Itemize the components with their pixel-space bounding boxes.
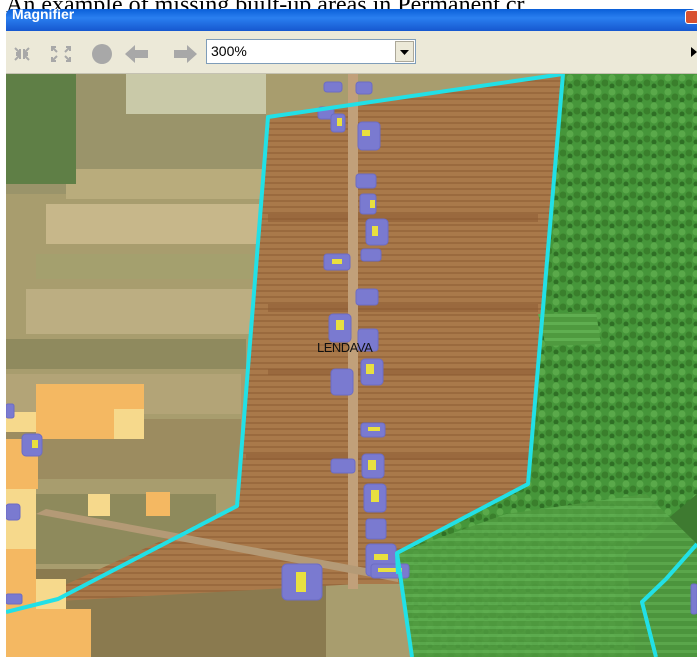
scroll-right-icon[interactable] xyxy=(691,47,697,57)
place-label: LENDAVA xyxy=(317,340,373,355)
map-view[interactable]: LENDAVA xyxy=(6,74,697,657)
forward-arrow-icon[interactable] xyxy=(172,43,198,70)
building-interiors xyxy=(32,118,402,592)
builtup-blocks xyxy=(6,384,170,657)
collapse-icon[interactable] xyxy=(12,45,32,68)
close-icon[interactable] xyxy=(685,10,697,24)
record-icon[interactable] xyxy=(90,42,114,71)
zoom-level-value: 300% xyxy=(211,43,247,59)
chevron-down-icon xyxy=(400,50,409,55)
back-arrow-icon[interactable] xyxy=(124,43,150,70)
window-titlebar[interactable]: Magnifier xyxy=(6,6,697,31)
boundary-lines xyxy=(6,74,697,657)
window-title: Magnifier xyxy=(12,6,75,22)
toolbar: 300% xyxy=(6,31,697,74)
aerial-map xyxy=(6,74,697,657)
zoom-level-select[interactable]: 300% xyxy=(206,39,416,64)
zoom-dropdown-button[interactable] xyxy=(395,41,414,62)
expand-icon[interactable] xyxy=(50,45,72,68)
